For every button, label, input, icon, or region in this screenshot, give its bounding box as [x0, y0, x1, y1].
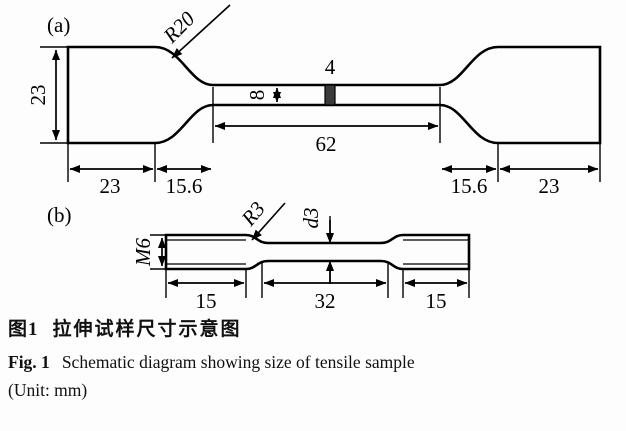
dim-total-height: 23 — [26, 85, 50, 106]
panel-b: (b) M6 R3 d3 — [47, 197, 471, 313]
panel-a-label: (a) — [47, 13, 70, 37]
dim-b-grip-right: 15 — [426, 289, 447, 313]
caption-unit: (Unit: mm) — [8, 380, 88, 400]
specimen-outline-round — [164, 233, 471, 271]
caption-english-text: Schematic diagram showing size of tensil… — [61, 352, 415, 372]
dim-b-grip-left: 15 — [196, 289, 217, 313]
dim-b-gauge-length: 32 — [315, 289, 336, 313]
dim-grip-right: 23 — [539, 174, 560, 198]
fillet-leader-line — [171, 4, 231, 59]
dim-gauge-height: 8 — [245, 90, 269, 101]
fillet-leader-line-b — [251, 202, 286, 241]
dim-shoulder-right: 15.6 — [451, 174, 488, 198]
caption-figure-number: Fig. 1 — [8, 352, 50, 372]
panel-b-label: (b) — [47, 203, 72, 227]
caption-chinese-number: 图1 — [8, 319, 39, 340]
dim-notch-width: 4 — [325, 55, 336, 79]
caption-chinese-text: 拉伸试样尺寸示意图 — [52, 319, 242, 340]
dim-thread-m6: M6 — [131, 238, 155, 267]
caption-english: Fig. 1 Schematic diagram showing size of … — [8, 349, 620, 375]
dim-grip-left: 23 — [100, 174, 121, 198]
gauge-notch-band — [324, 84, 336, 106]
specimen-outline-flat — [66, 45, 602, 145]
tensile-sample-schematic: (a) 4 R20 23 8 62 — [26, 4, 602, 313]
dim-fillet-r20: R20 — [158, 6, 200, 48]
panel-a: (a) 4 R20 23 8 62 — [26, 4, 602, 198]
figure-caption: 图1 拉伸试样尺寸示意图 Fig. 1 Schematic diagram show… — [8, 318, 620, 403]
dim-shoulder-left: 15.6 — [166, 174, 203, 198]
caption-chinese: 图1 拉伸试样尺寸示意图 — [8, 318, 620, 342]
dim-gauge-length: 62 — [316, 132, 337, 156]
dim-diameter-d3: d3 — [299, 208, 323, 229]
